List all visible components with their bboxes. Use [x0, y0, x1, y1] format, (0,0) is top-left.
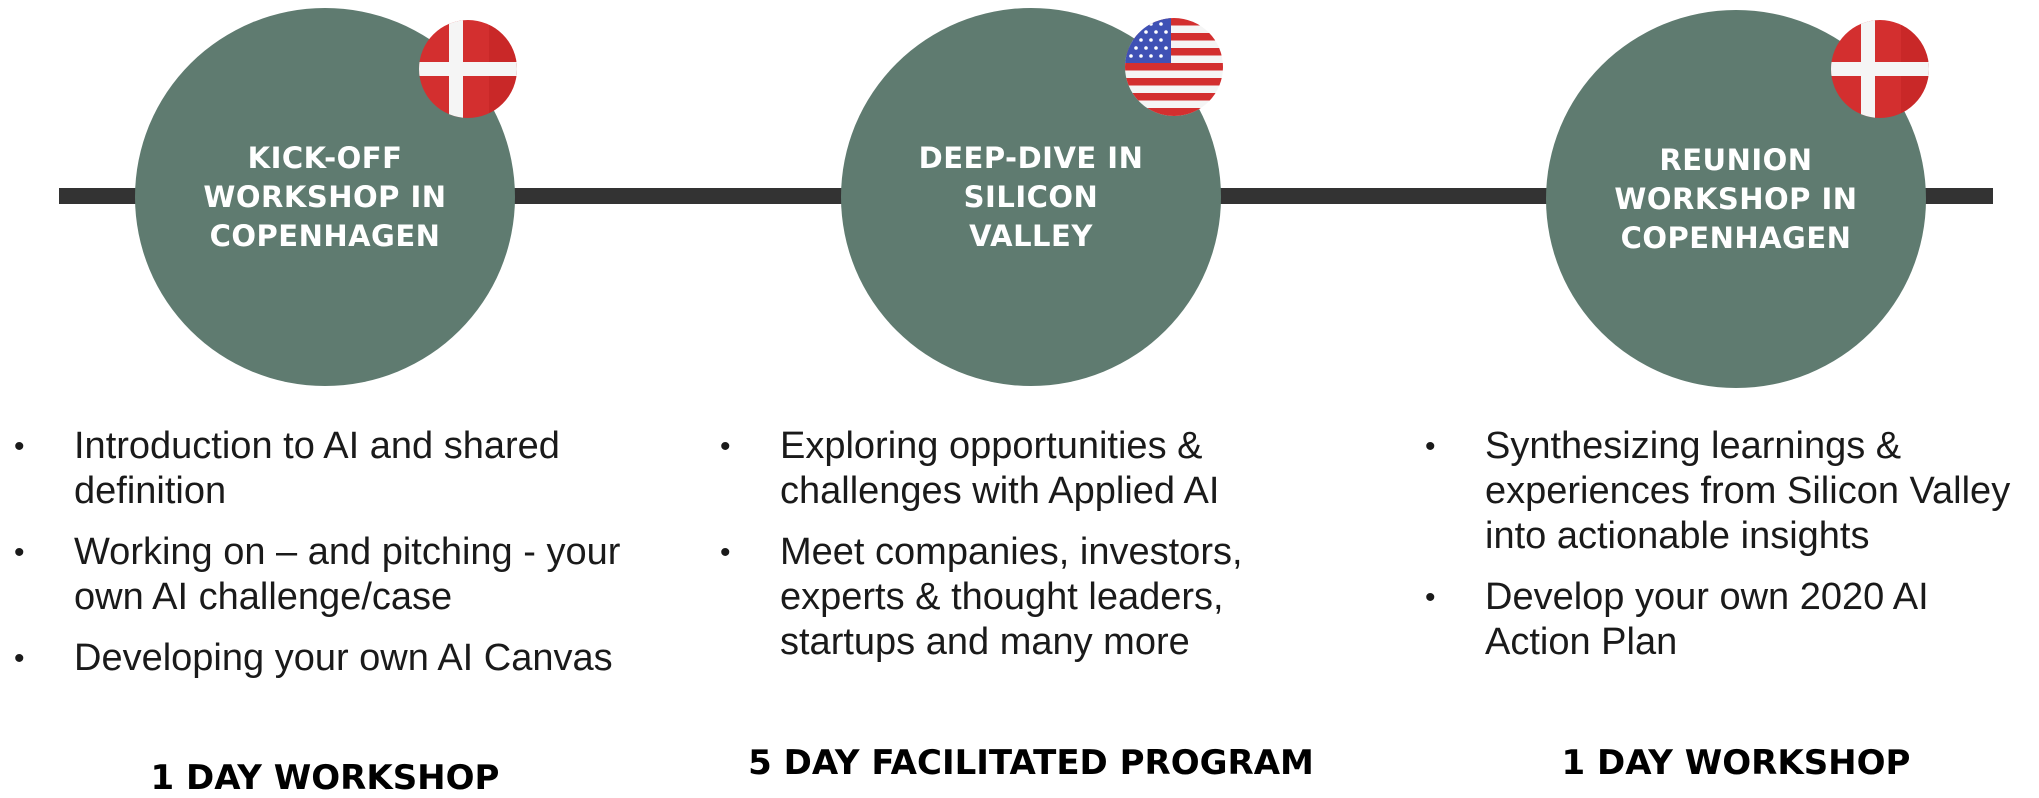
denmark-flag-icon [1831, 20, 1929, 118]
list-item: Exploring opportunities & challenges wit… [720, 424, 1360, 514]
stage-1-duration: 1 DAY WORKSHOP [150, 758, 500, 798]
denmark-flag-icon [419, 20, 517, 118]
stage-1-bullets: Introduction to AI and shared definition… [14, 424, 654, 697]
usa-flag-icon [1125, 18, 1223, 116]
stage-2-duration: 5 DAY FACILITATED PROGRAM [748, 743, 1314, 783]
stage-3-circle: REUNION WORKSHOP IN COPENHAGEN [1546, 10, 1926, 388]
list-item: Working on – and pitching - your own AI … [14, 530, 654, 620]
list-item: Synthesizing learnings & experiences fro… [1425, 424, 2035, 559]
list-item: Developing your own AI Canvas [14, 636, 654, 681]
stage-1-title: KICK-OFF WORKSHOP IN COPENHAGEN [203, 140, 447, 253]
stage-2-title: DEEP-DIVE IN SILICON VALLEY [918, 140, 1144, 253]
list-item: Develop your own 2020 AI Action Plan [1425, 575, 2035, 665]
stage-3-bullets: Synthesizing learnings & experiences fro… [1425, 424, 2035, 681]
stage-3-duration: 1 DAY WORKSHOP [1561, 743, 1911, 783]
list-item: Introduction to AI and shared definition [14, 424, 654, 514]
list-item: Meet companies, investors, experts & tho… [720, 530, 1360, 665]
stage-2-bullets: Exploring opportunities & challenges wit… [720, 424, 1360, 681]
stage-3-title: REUNION WORKSHOP IN COPENHAGEN [1614, 142, 1858, 255]
